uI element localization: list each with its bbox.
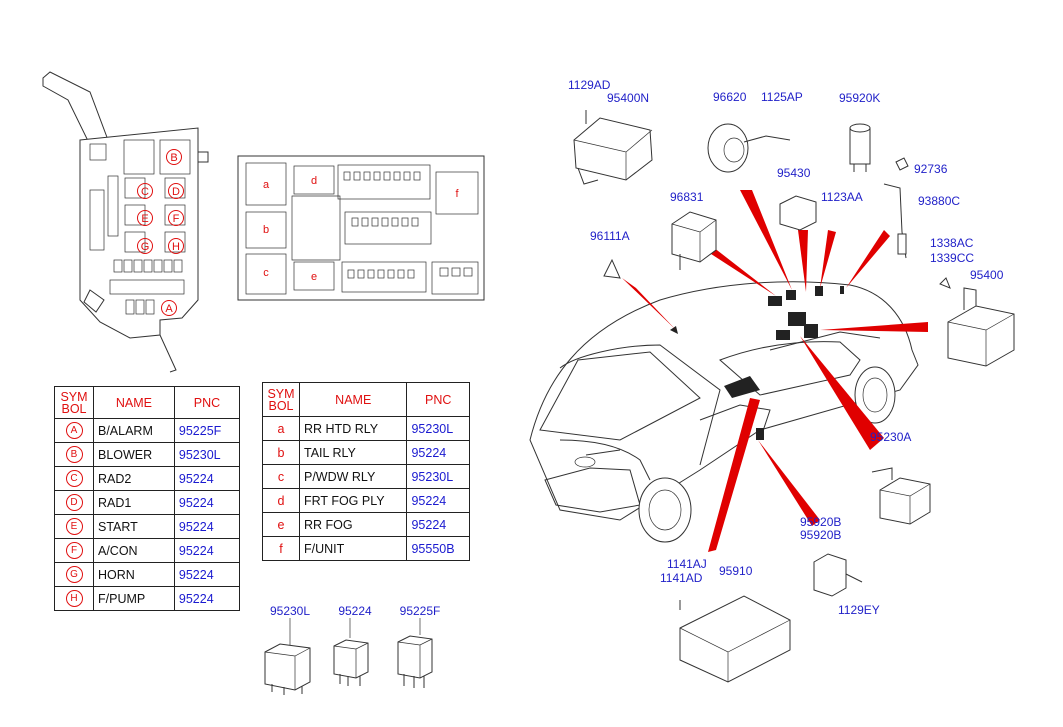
label-1125AP: 1125AP <box>761 90 803 104</box>
svg-text:C: C <box>141 186 149 198</box>
label-93880C: 93880C <box>918 194 960 208</box>
part-labels: 1129AD 95400N 96620 1125AP 95920K 92736 … <box>568 78 1004 617</box>
label-96831: 96831 <box>670 190 704 204</box>
slot-d-label: d <box>311 175 317 187</box>
slot-f-label: f <box>455 188 459 200</box>
label-1129EY: 1129EY <box>838 603 880 617</box>
fuse-box-symbols: B C D E F G H A <box>137 149 184 316</box>
label-95400N: 95400N <box>607 91 649 105</box>
symbol-B-marker: B <box>166 149 182 165</box>
symbol-H-marker: H <box>168 238 184 254</box>
label-96111A: 96111A <box>590 229 630 243</box>
relay-label-95225F: 95225F <box>400 604 441 618</box>
slot-e-label: e <box>311 271 317 283</box>
label-1141AJ: 1141AJ <box>667 557 707 571</box>
slot-a-label: a <box>263 179 270 191</box>
label-95230A: 95230A <box>870 430 911 444</box>
relay-drawings: 95230L 95224 95225F <box>264 604 441 695</box>
relay-box-slot-labels: a b c d e f <box>263 175 460 283</box>
pointer-wedges <box>622 190 928 552</box>
svg-text:E: E <box>141 213 148 225</box>
fuse-box-drawing <box>42 71 209 373</box>
car-mounted-parts <box>670 286 844 440</box>
label-1129AD: 1129AD <box>568 78 611 92</box>
label-1338AC: 1338AC <box>930 236 974 250</box>
svg-text:B: B <box>170 152 177 164</box>
relay-box-drawing <box>237 155 485 301</box>
label-96620: 96620 <box>713 90 747 104</box>
svg-text:H: H <box>172 241 180 253</box>
label-95910: 95910 <box>719 564 753 578</box>
relay-label-95224: 95224 <box>338 604 372 618</box>
relay-label-95230L: 95230L <box>270 604 310 618</box>
label-1339CC: 1339CC <box>930 251 974 265</box>
symbol-G-marker: G <box>137 238 153 254</box>
car-illustration <box>529 281 919 543</box>
symbol-F-marker: F <box>168 210 184 226</box>
svg-text:D: D <box>172 186 180 198</box>
svg-text:F: F <box>173 213 180 225</box>
label-95400: 95400 <box>970 268 1004 282</box>
slot-c-label: c <box>263 267 269 279</box>
symbol-C-marker: C <box>137 183 153 199</box>
slot-b-label: b <box>263 224 269 236</box>
label-95920K: 95920K <box>839 91 880 105</box>
symbol-A-marker: A <box>161 300 177 316</box>
label-95430: 95430 <box>777 166 811 180</box>
svg-text:G: G <box>141 241 150 253</box>
part-icons <box>573 110 1015 683</box>
label-1123AA: 1123AA <box>821 190 863 204</box>
label-1141AD: 1141AD <box>660 571 703 585</box>
label-92736: 92736 <box>914 162 948 176</box>
symbol-E-marker: E <box>137 210 153 226</box>
svg-text:A: A <box>165 303 173 315</box>
label-95920B-2: 95920B <box>800 528 841 542</box>
label-95920B-1: 95920B <box>800 515 841 529</box>
symbol-D-marker: D <box>168 183 184 199</box>
